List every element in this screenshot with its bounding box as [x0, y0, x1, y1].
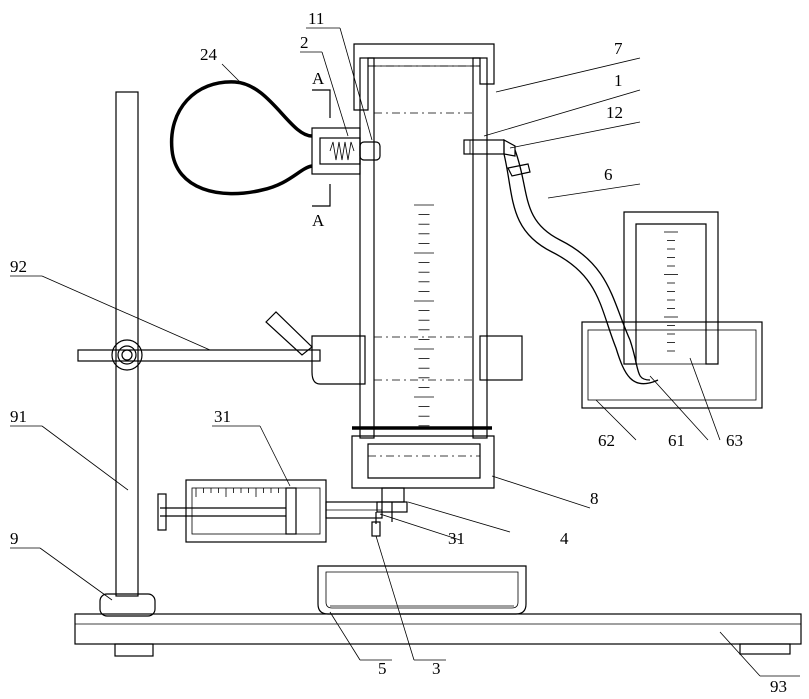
label-61: 61 [668, 431, 685, 450]
label-2: 2 [300, 33, 309, 52]
label-24: 24 [200, 45, 218, 64]
cylinder-scale [664, 232, 678, 351]
spring-connector [312, 90, 380, 206]
label-11: 11 [308, 9, 324, 28]
label-62: 62 [598, 431, 615, 450]
base-plate [75, 614, 801, 656]
stand-rod [116, 92, 138, 596]
label-31-connector: 31 [448, 529, 465, 548]
label-63: 63 [726, 431, 743, 450]
label-section-a-bottom: A [312, 211, 325, 230]
label-4: 4 [560, 529, 569, 548]
label-92: 92 [10, 257, 27, 276]
collection-tray [318, 566, 526, 614]
label-91: 91 [10, 407, 27, 426]
label-12: 12 [606, 103, 623, 122]
label-6: 6 [604, 165, 613, 184]
leader-lines [10, 28, 800, 676]
water-bath [582, 322, 762, 408]
label-7: 7 [614, 39, 623, 58]
graduated-scale [414, 205, 434, 426]
label-31-syringe: 31 [214, 407, 231, 426]
label-3: 3 [432, 659, 441, 678]
syringe [158, 480, 382, 542]
main-column [352, 58, 492, 438]
balloon [172, 82, 312, 194]
inverted-cylinder [624, 212, 718, 364]
side-outlet [464, 140, 530, 176]
part-labels: 24 11 2 7 1 12 A A 6 92 91 31 8 31 4 9 6… [10, 9, 787, 696]
clamp-arm [78, 312, 522, 384]
valve [372, 502, 407, 536]
label-5: 5 [378, 659, 387, 678]
label-1: 1 [614, 71, 623, 90]
bottom-cap [352, 436, 494, 502]
syringe-scale [196, 488, 286, 497]
label-93: 93 [770, 677, 787, 696]
label-section-a-top: A [312, 69, 325, 88]
label-8: 8 [590, 489, 599, 508]
label-9: 9 [10, 529, 19, 548]
